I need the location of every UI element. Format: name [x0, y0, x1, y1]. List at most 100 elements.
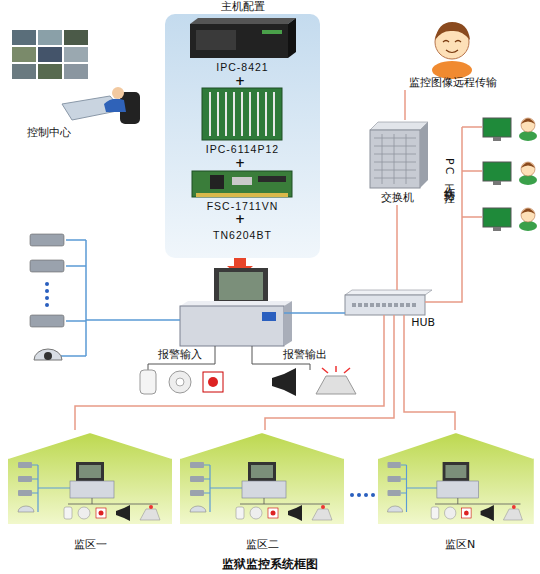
user-body [519, 175, 537, 185]
continuation-dot [371, 493, 375, 497]
chassis-item: IPC-8421 [185, 16, 300, 74]
backplane-item: IPC-6114P12 [185, 86, 300, 156]
node-label: FSC-1711VN [207, 199, 279, 213]
card-chip [232, 177, 252, 185]
user-head [521, 162, 535, 176]
remote-smile [443, 41, 461, 53]
user-hair [521, 163, 535, 169]
video-tile [38, 64, 62, 79]
dome-lens [44, 352, 52, 360]
pc-monitor [483, 118, 511, 137]
remote-hair [435, 22, 470, 40]
prison-zone: 监区一 [8, 430, 172, 552]
video-tile [64, 30, 88, 45]
card-edge [196, 193, 288, 197]
user-head [521, 208, 535, 222]
operator-body [104, 99, 126, 112]
node-label: PC工作站分控 [442, 158, 456, 186]
video-tile [12, 30, 36, 45]
hub-top [345, 290, 432, 295]
diagram-title: 监狱监控系统框图 [0, 556, 540, 573]
dome-camera [34, 349, 62, 360]
user-hair [521, 209, 535, 215]
hub-ports [352, 303, 418, 307]
monitor-frame [214, 268, 268, 306]
camera-symbol [30, 234, 64, 246]
network-cable [265, 330, 394, 430]
node-label: 主机配置 [221, 0, 265, 14]
continuation-dot [45, 289, 49, 293]
workstation-bracket [462, 127, 482, 242]
video-tile [64, 47, 88, 62]
dvr-side [284, 301, 292, 346]
user-body [519, 131, 537, 141]
node-label: 监区二 [246, 538, 279, 552]
node-label: 监区N [445, 538, 475, 552]
node-label: HUB [411, 316, 435, 330]
zone-house [8, 432, 172, 524]
workstation [483, 208, 537, 231]
pc-workstations: PC工作站分控 [438, 112, 538, 242]
node-label: 报警输出 [283, 348, 327, 362]
dvr-chassis [180, 306, 284, 346]
pir-sensor [140, 370, 156, 394]
pc-stand [493, 181, 501, 185]
dvr-top [180, 301, 292, 306]
video-tile [38, 47, 62, 62]
workstation [483, 118, 537, 141]
chassis-side [288, 18, 296, 58]
operator-head [112, 87, 124, 99]
node-label: 控制中心 [27, 126, 71, 140]
strobe-light [322, 366, 350, 373]
monitor-screen [219, 272, 263, 300]
network-cable [404, 330, 455, 430]
plus-sign: + [230, 213, 250, 225]
alarm-button-core [208, 377, 218, 387]
zone-house [378, 432, 534, 524]
video-tile [12, 47, 36, 62]
chassis-led [262, 30, 282, 34]
network-switch: 交换机 [360, 120, 435, 205]
smoke-detector-core [176, 378, 184, 386]
camera-symbol [30, 260, 64, 272]
strobe-symbol [316, 376, 356, 394]
pc-monitor [483, 162, 511, 181]
network-cable [396, 205, 398, 290]
node-label: 交换机 [381, 191, 414, 205]
cpu-card [192, 171, 292, 197]
continuation-dot [45, 296, 49, 300]
network-cable [438, 242, 462, 302]
node-label: TN6204BT [213, 228, 272, 242]
backplane-board [202, 88, 282, 140]
hub-stub [384, 302, 438, 330]
continuation-dot [350, 493, 354, 497]
card-connector [258, 176, 286, 182]
alarm-input-group: 报警输入 [130, 348, 230, 398]
video-wall [12, 30, 88, 79]
chassis-bay [196, 30, 236, 50]
control-center: 控制中心 [5, 28, 145, 140]
dvr-badge [262, 312, 276, 321]
user-hair [521, 119, 535, 125]
user-body [519, 221, 537, 231]
pc-monitor [483, 208, 511, 227]
node-label: IPC-6114P12 [206, 142, 279, 156]
switch-top [370, 122, 428, 130]
continuation-dot [364, 493, 368, 497]
pc-stand [493, 227, 501, 231]
node-label: 监区一 [74, 538, 107, 552]
backplane-slot [210, 92, 274, 136]
continuation-dot [357, 493, 361, 497]
workstation [483, 162, 537, 185]
video-tile [38, 30, 62, 45]
node-label: IPC-8421 [216, 60, 268, 74]
host-panel-bg [165, 14, 320, 258]
smoke-detector [169, 371, 191, 393]
alarm-output-group: 报警输出 [250, 348, 360, 398]
switch-ports [374, 134, 416, 184]
chassis-front [190, 24, 288, 58]
